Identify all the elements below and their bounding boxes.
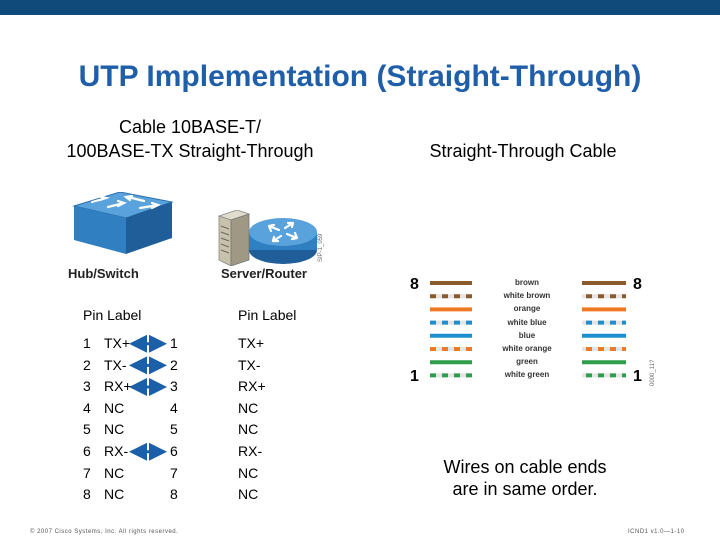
- pin-label: RX-: [238, 442, 263, 459]
- pin-label: TX+: [238, 335, 265, 351]
- pin-number: 4: [170, 399, 178, 416]
- pin-number: 1: [170, 335, 178, 351]
- left-pin-header: Pin Label: [83, 307, 142, 323]
- pin-label: NC: [238, 421, 259, 438]
- copyright-footer: © 2007 Cisco Systems, Inc. All rights re…: [30, 529, 179, 535]
- pin-label: RX+: [104, 378, 132, 395]
- pin-label: RX+: [238, 378, 266, 395]
- pin-number: 5: [83, 421, 91, 438]
- pin-label: NC: [238, 486, 259, 503]
- pin-number: 3: [83, 378, 91, 395]
- pin-number: 4: [83, 399, 91, 416]
- hub-switch-icon: [72, 192, 174, 254]
- pin-number: 2: [170, 356, 178, 373]
- cable-note-line2: are in same order.: [452, 479, 598, 499]
- pin-label: NC: [238, 464, 259, 481]
- cable-end-top-right: 8: [633, 276, 642, 293]
- pin-number: 6: [170, 442, 178, 459]
- wire-label: white brown: [472, 291, 582, 301]
- left-heading-line2: 100BASE-TX Straight-Through: [66, 141, 314, 161]
- pin-number: 1: [83, 335, 91, 351]
- top-bar: [0, 0, 720, 15]
- pin-number: 2: [83, 356, 91, 373]
- wire-label: orange: [472, 304, 582, 314]
- pin-label: NC: [104, 399, 125, 416]
- left-heading: Cable 10BASE-T/ 100BASE-TX Straight-Thro…: [40, 115, 340, 163]
- wire-label: green: [472, 357, 582, 367]
- left-heading-line1: Cable 10BASE-T/: [118, 117, 262, 137]
- hub-switch-label: Hub/Switch: [68, 266, 139, 281]
- pin-label: NC: [104, 486, 125, 503]
- pin-label: NC: [104, 421, 125, 438]
- wire-label: brown: [472, 278, 582, 287]
- pin-number: 5: [170, 421, 178, 438]
- wire-label: blue: [472, 330, 582, 340]
- cable-end-bottom-left: 1: [410, 368, 419, 385]
- slide-title: UTP Implementation (Straight-Through): [78, 60, 642, 93]
- pin-number: 3: [170, 378, 178, 395]
- pin-number: 6: [83, 442, 91, 459]
- cable-note: Wires on cable ends are in same order.: [420, 456, 630, 500]
- pin-label: RX-: [104, 442, 129, 459]
- pin-number: 7: [83, 464, 91, 481]
- pin-label: NC: [104, 464, 125, 481]
- pin-label: TX+: [104, 335, 131, 351]
- pin-label: TX-: [238, 356, 261, 373]
- left-pin-labels: TX+ TX- RX+ NC NC RX- NC NC: [104, 333, 132, 506]
- right-pin-labels: TX+ TX- RX+ NC NC RX- NC NC: [238, 333, 266, 506]
- pin-number: 7: [170, 464, 178, 481]
- right-pin-header: Pin Label: [238, 307, 297, 323]
- pin-label: NC: [238, 399, 259, 416]
- left-pin-numbers: 1 2 3 4 5 6 7 8: [83, 333, 91, 506]
- wire-label: white orange: [472, 344, 582, 353]
- pin-number: 8: [83, 486, 91, 503]
- cable-end-bottom-right: 1: [633, 368, 642, 385]
- cable-end-top-left: 8: [410, 276, 419, 293]
- server-icon: [217, 210, 251, 266]
- wire-label: white blue: [472, 317, 582, 327]
- slide-number-footer: ICND1 v1.0—1-10: [628, 529, 685, 535]
- pin-number: 8: [170, 486, 178, 503]
- server-router-label: Server/Router: [221, 266, 307, 281]
- pin-arrows: [129, 334, 167, 461]
- cable-note-line1: Wires on cable ends: [443, 457, 607, 477]
- router-icon: [249, 218, 317, 264]
- pin-label: TX-: [104, 356, 127, 373]
- right-pin-numbers: 1 2 3 4 5 6 7 8: [170, 333, 178, 506]
- right-heading: Straight-Through Cable: [429, 141, 617, 161]
- wire-label: white green: [472, 370, 582, 380]
- cable-figure-code: 0000_11?: [650, 359, 656, 386]
